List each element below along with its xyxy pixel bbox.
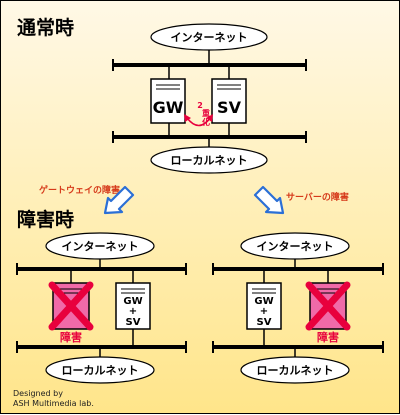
redundancy-number: 2 bbox=[197, 101, 203, 110]
server-fault-label: サーバーの障害 bbox=[286, 191, 349, 203]
failure-left-local-node: ローカルネット bbox=[45, 356, 155, 384]
combined-right-gw: GW bbox=[254, 296, 273, 307]
gw-server: GW bbox=[150, 78, 186, 124]
gateway-fault-arrow: ゲートウェイの障害 bbox=[39, 184, 135, 215]
normal-local-node: ローカルネット bbox=[150, 146, 268, 174]
redundancy-char-2: 化 bbox=[202, 117, 210, 127]
redundancy-char-1: 重 bbox=[202, 108, 210, 118]
gateway-fault-label: ゲートウェイの障害 bbox=[39, 184, 120, 196]
combined-left-sv: SV bbox=[126, 317, 141, 328]
combined-right-sv: SV bbox=[257, 317, 272, 328]
failure-left-local-label: ローカルネット bbox=[62, 364, 139, 377]
failure-left-fault-label: 障害 bbox=[60, 330, 82, 344]
failure-left-upper-bus bbox=[16, 263, 187, 275]
combined-left-plus: + bbox=[129, 306, 137, 317]
failure-right-local-label: ローカルネット bbox=[257, 364, 334, 377]
gw-label: GW bbox=[153, 98, 184, 117]
redundancy-indicator: 2 重 化 bbox=[184, 101, 213, 127]
failure-right-lower-bus bbox=[212, 341, 384, 353]
credit-line-2: ASH Multimedia lab. bbox=[13, 399, 94, 408]
failure-right-upper-bus bbox=[212, 263, 384, 275]
normal-heading: 通常時 bbox=[17, 16, 74, 39]
combined-left-gw: GW bbox=[123, 296, 142, 307]
failed-sv-server: 障害 bbox=[305, 281, 351, 344]
combined-gw-sv-server-left: GW + SV bbox=[115, 282, 151, 330]
failure-left-lower-bus bbox=[16, 341, 187, 353]
combined-right-plus: + bbox=[260, 306, 268, 317]
credit-line-1: Designed by bbox=[13, 389, 63, 398]
failure-right-internet-node: インターネット bbox=[240, 232, 350, 260]
failure-left-internet-node: インターネット bbox=[45, 232, 155, 260]
credit: Designed by ASH Multimedia lab. bbox=[13, 389, 94, 409]
failed-gw-server: 障害 bbox=[48, 281, 94, 344]
failure-right-local-node: ローカルネット bbox=[240, 356, 350, 384]
sv-label: SV bbox=[217, 98, 242, 117]
sv-server: SV bbox=[211, 78, 247, 124]
normal-upper-bus bbox=[112, 59, 307, 71]
failure-right-internet-label: インターネット bbox=[257, 240, 334, 253]
normal-local-label: ローカルネット bbox=[171, 154, 248, 167]
normal-internet-node: インターネット bbox=[150, 23, 268, 51]
failure-right-fault-label: 障害 bbox=[317, 330, 339, 344]
normal-internet-label: インターネット bbox=[171, 31, 248, 44]
failure-heading: 障害時 bbox=[17, 208, 74, 231]
combined-gw-sv-server-right: GW + SV bbox=[246, 282, 282, 330]
failure-left-internet-label: インターネット bbox=[62, 240, 139, 253]
server-fault-arrow: サーバーの障害 bbox=[253, 185, 349, 215]
